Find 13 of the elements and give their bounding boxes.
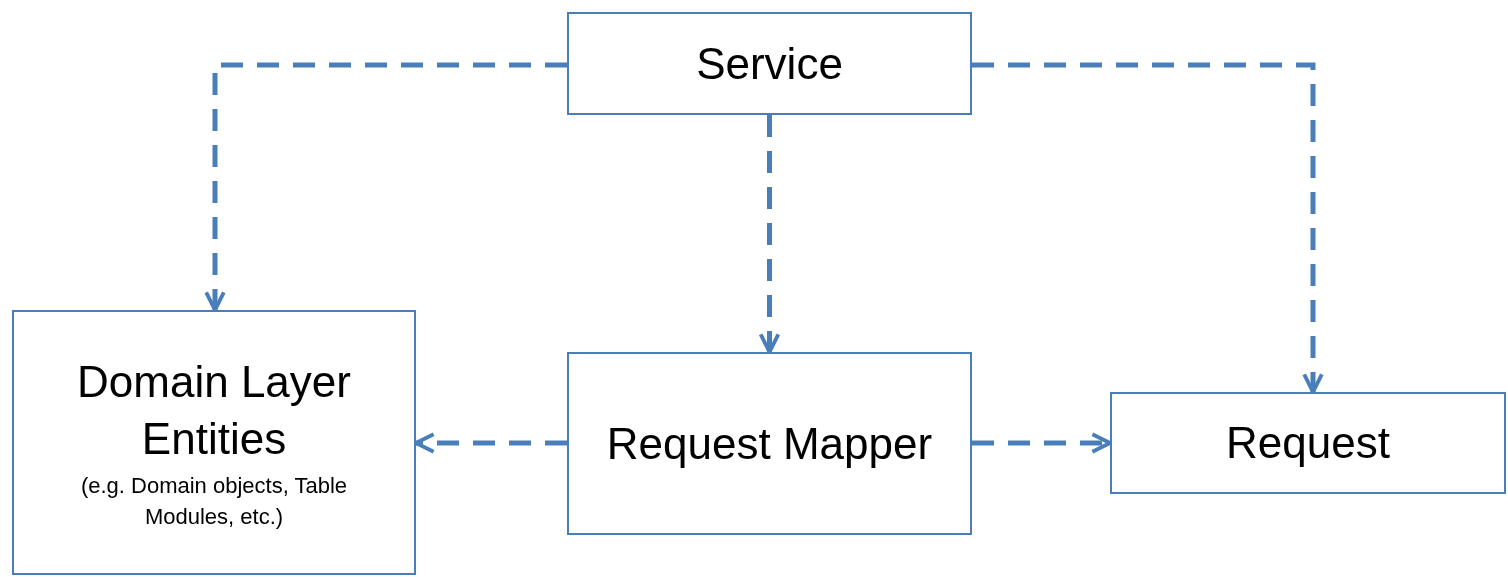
dashed-arrow xyxy=(972,62,1324,394)
node-title: Request xyxy=(1226,417,1390,470)
node-title: Domain Layer Entities xyxy=(76,355,352,465)
dashed-arrow xyxy=(204,62,567,312)
node-title: Service xyxy=(696,37,843,90)
dashed-arrow xyxy=(758,115,781,354)
process-box xyxy=(1110,392,1506,494)
process-box xyxy=(12,310,416,575)
node-note: (e.g. Domain objects, Table Modules, etc.) xyxy=(79,471,349,531)
dashed-arrow xyxy=(972,432,1112,454)
process-box xyxy=(567,12,972,115)
node-title: Request Mapper xyxy=(606,417,933,470)
process-box xyxy=(567,352,972,535)
